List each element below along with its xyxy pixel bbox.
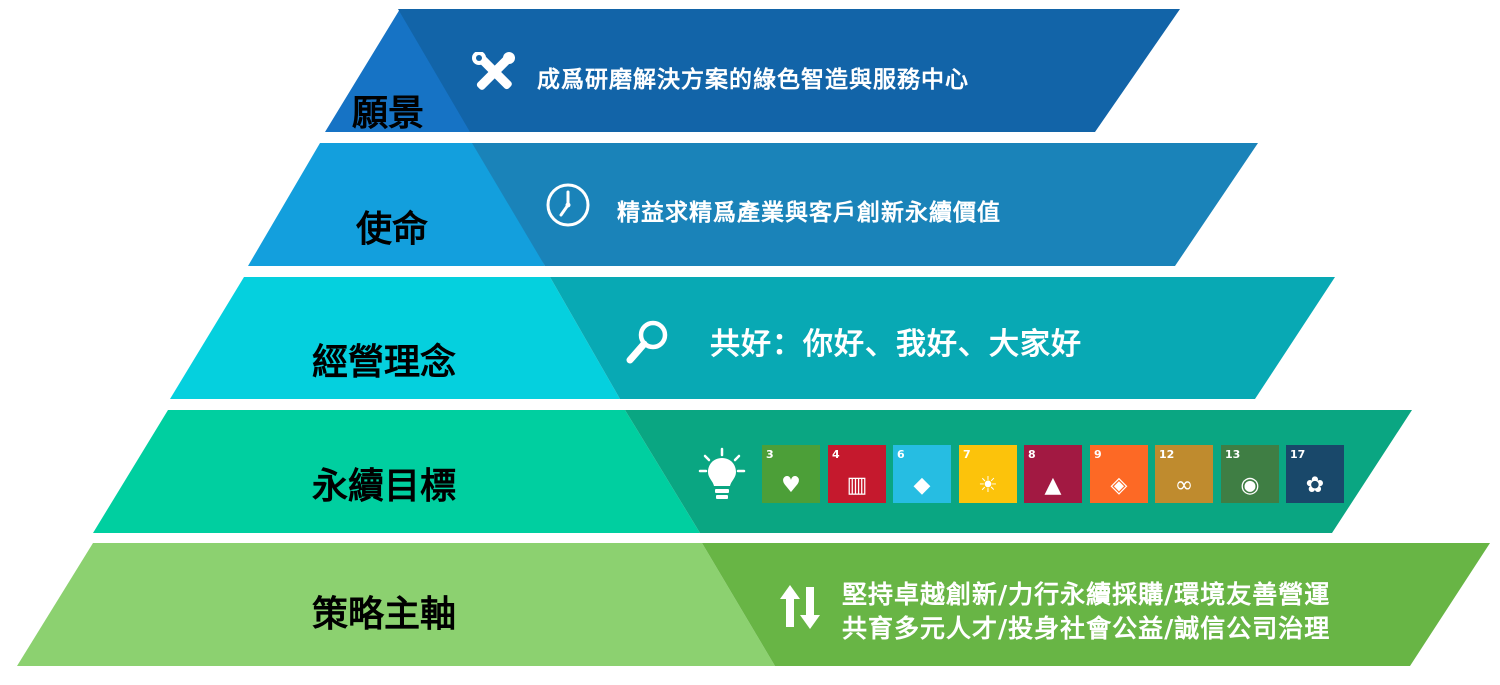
- tier-mission-right-band: [472, 143, 1258, 266]
- sdg-number: 9: [1094, 448, 1102, 461]
- tier-mission-label: 使命: [356, 209, 429, 250]
- tier-vision-right-band: [398, 9, 1180, 132]
- sdg-number: 3: [766, 448, 774, 461]
- tier-strategy-right-band: [702, 543, 1490, 666]
- sdg-3-icon: ♥: [781, 473, 801, 498]
- sdg-4-icon: ▥: [846, 473, 868, 498]
- sdg-number: 7: [963, 448, 971, 461]
- tier-mission-text: 精益求精爲產業與客戶創新永續價值: [617, 200, 1001, 226]
- tier-goals-right-band: [625, 410, 1412, 533]
- tier-strategy-left-band: [17, 543, 775, 666]
- tier-strategy-line-1: 堅持卓越創新/力行永續採購/環境友善營運: [842, 580, 1331, 609]
- sdg-13-tile: 13 ◉: [1221, 445, 1279, 503]
- sdg-12-tile: 12 ∞: [1155, 445, 1213, 503]
- sdg-number: 8: [1028, 448, 1036, 461]
- tier-strategy-label: 策略主軸: [312, 594, 457, 635]
- sdg-6-icon: ◆: [913, 473, 931, 498]
- sdg-number: 4: [832, 448, 840, 461]
- arrows-up-down-icon: [780, 585, 820, 629]
- tier-philosophy-label: 經營理念: [312, 342, 457, 383]
- clock-icon: [546, 183, 590, 227]
- sdg-number: 13: [1225, 448, 1241, 461]
- sdg-4-tile: 4▥: [828, 445, 886, 503]
- sdg-13-icon: ◉: [1240, 473, 1260, 498]
- sdg-8-icon: ▲: [1044, 473, 1062, 498]
- sdg-9-icon: ◈: [1110, 473, 1128, 498]
- tier-philosophy-text: 共好：你好、我好、大家好: [710, 327, 1082, 362]
- sdg-8-tile: 8▲: [1024, 445, 1082, 503]
- tools-icon: [472, 52, 515, 90]
- tier-philosophy-left-band: [170, 277, 620, 399]
- tier-goals-left-band: [93, 410, 700, 533]
- sdg-12-icon: ∞: [1174, 473, 1194, 498]
- tier-vision-label: 願景: [352, 93, 425, 134]
- lightbulb-icon: [698, 447, 746, 499]
- sdg-6-tile: 6◆: [893, 445, 951, 503]
- tier-goals-label: 永續目標: [312, 466, 457, 507]
- sdg-17-icon: ✿: [1305, 473, 1325, 498]
- sdg-number: 17: [1290, 448, 1306, 461]
- sdg-3-tile: 3♥: [762, 445, 820, 503]
- sdg-number: 12: [1159, 448, 1175, 461]
- search-icon: [626, 320, 668, 364]
- tier-vision-text: 成爲研磨解決方案的綠色智造與服務中心: [537, 67, 969, 93]
- sdg-17-tile: 17 ✿: [1286, 445, 1344, 503]
- sdg-9-tile: 9◈: [1090, 445, 1148, 503]
- sdg-number: 6: [897, 448, 905, 461]
- sdg-7-tile: 7☀: [959, 445, 1017, 503]
- tier-strategy-line-2: 共育多元人才/投身社會公益/誠信公司治理: [842, 614, 1331, 643]
- sdg-7-icon: ☀: [978, 473, 998, 498]
- tier-philosophy-right-band: [550, 277, 1335, 399]
- tier-mission-left-band: [248, 143, 545, 266]
